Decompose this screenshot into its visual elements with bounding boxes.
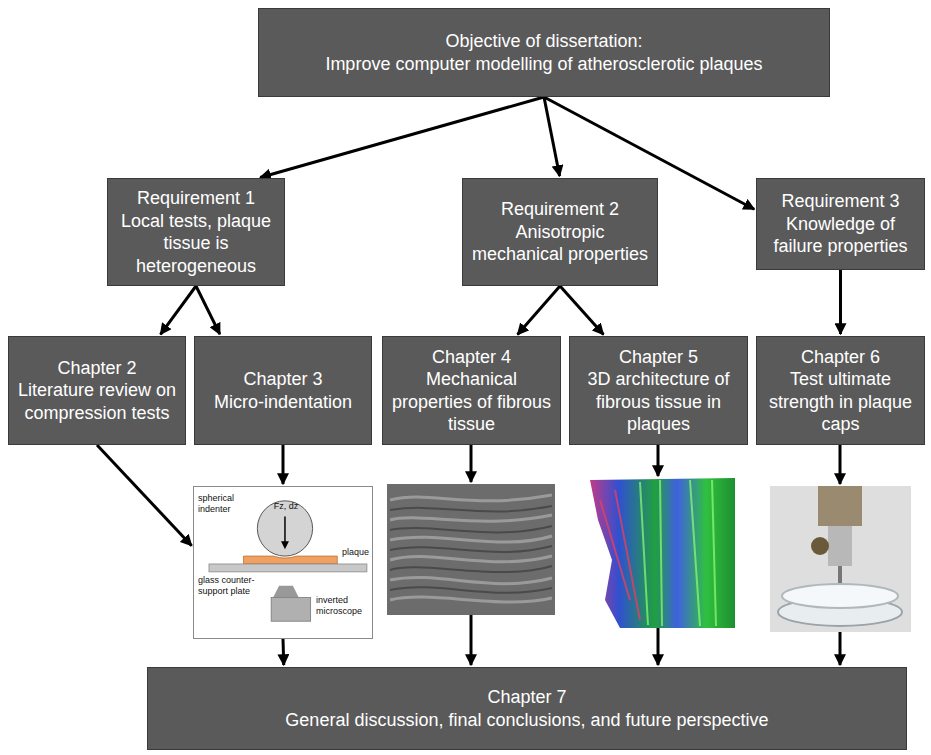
flow-arrow xyxy=(196,286,220,334)
schematic-panel: spherical indenter Fz, dz plaque glass coun… xyxy=(193,486,373,639)
box-heading: Chapter 4 xyxy=(432,346,511,369)
chapter-box: Chapter 6Test ultimate strength in plaqu… xyxy=(756,336,925,445)
chapter-box: Chapter 2Literature review on compressio… xyxy=(8,336,186,445)
flow-arrow xyxy=(97,445,192,546)
part-label: plaque xyxy=(342,547,372,558)
part-label: glass counter-support plate xyxy=(198,575,262,597)
box-text: General discussion, final conclusions, a… xyxy=(285,709,768,732)
chapter-box: Chapter 7General discussion, final concl… xyxy=(147,667,907,750)
box-heading: Requirement 2 xyxy=(501,198,619,221)
box-text: Local tests, plaque tissue is heterogene… xyxy=(116,210,276,278)
chapter-box: Chapter 4Mechanical properties of fibrou… xyxy=(382,336,561,445)
requirement-box: Requirement 1Local tests, plaque tissue … xyxy=(107,178,285,286)
flow-arrow xyxy=(544,97,560,176)
part-label: spherical indenter xyxy=(198,493,254,515)
box-heading: Requirement 1 xyxy=(137,187,255,210)
box-text: Improve computer modelling of atheroscle… xyxy=(325,53,762,76)
box-heading: Objective of dissertation: xyxy=(445,30,642,53)
flow-arrow xyxy=(260,97,544,177)
tensile-test-device xyxy=(770,486,911,632)
box-heading: Chapter 6 xyxy=(801,346,880,369)
chapter-box: Chapter 53D architecture of fibrous tiss… xyxy=(569,336,748,445)
objective-box: Objective of dissertation:Improve comput… xyxy=(258,8,830,97)
requirement-box: Requirement 2Anisotropic mechanical prop… xyxy=(462,178,658,286)
flow-arrow xyxy=(518,286,560,334)
box-heading: Chapter 5 xyxy=(619,346,698,369)
box-text: Literature review on compression tests xyxy=(17,379,177,424)
box-text: Test ultimate strength in plaque caps xyxy=(765,368,916,436)
box-heading: Chapter 2 xyxy=(57,357,136,380)
fibrous-tissue-micrograph xyxy=(387,484,555,615)
picture-arrows xyxy=(471,445,840,665)
flow-arrow xyxy=(282,445,285,484)
box-text: Knowledge of failure properties xyxy=(765,213,916,258)
requirement-box: Requirement 3Knowledge of failure proper… xyxy=(756,178,925,270)
box-text: Micro-indentation xyxy=(214,391,352,414)
flow-arrow xyxy=(839,270,842,334)
box-heading: Chapter 3 xyxy=(243,368,322,391)
flow-arrow xyxy=(160,286,196,334)
box-text: 3D architecture of fibrous tissue in pla… xyxy=(578,368,739,436)
fibre-architecture-render xyxy=(582,478,735,628)
box-text: Mechanical properties of fibrous tissue xyxy=(391,368,552,436)
chapter-box: Chapter 3Micro-indentation xyxy=(194,336,372,445)
flow-arrow xyxy=(282,639,286,665)
part-label: inverted microscope xyxy=(316,595,372,617)
box-heading: Requirement 3 xyxy=(781,190,899,213)
flow-arrow xyxy=(560,286,603,335)
box-text: Anisotropic mechanical properties xyxy=(471,221,649,266)
box-heading: Chapter 7 xyxy=(487,686,566,709)
force-label: Fz, dz xyxy=(262,501,310,512)
